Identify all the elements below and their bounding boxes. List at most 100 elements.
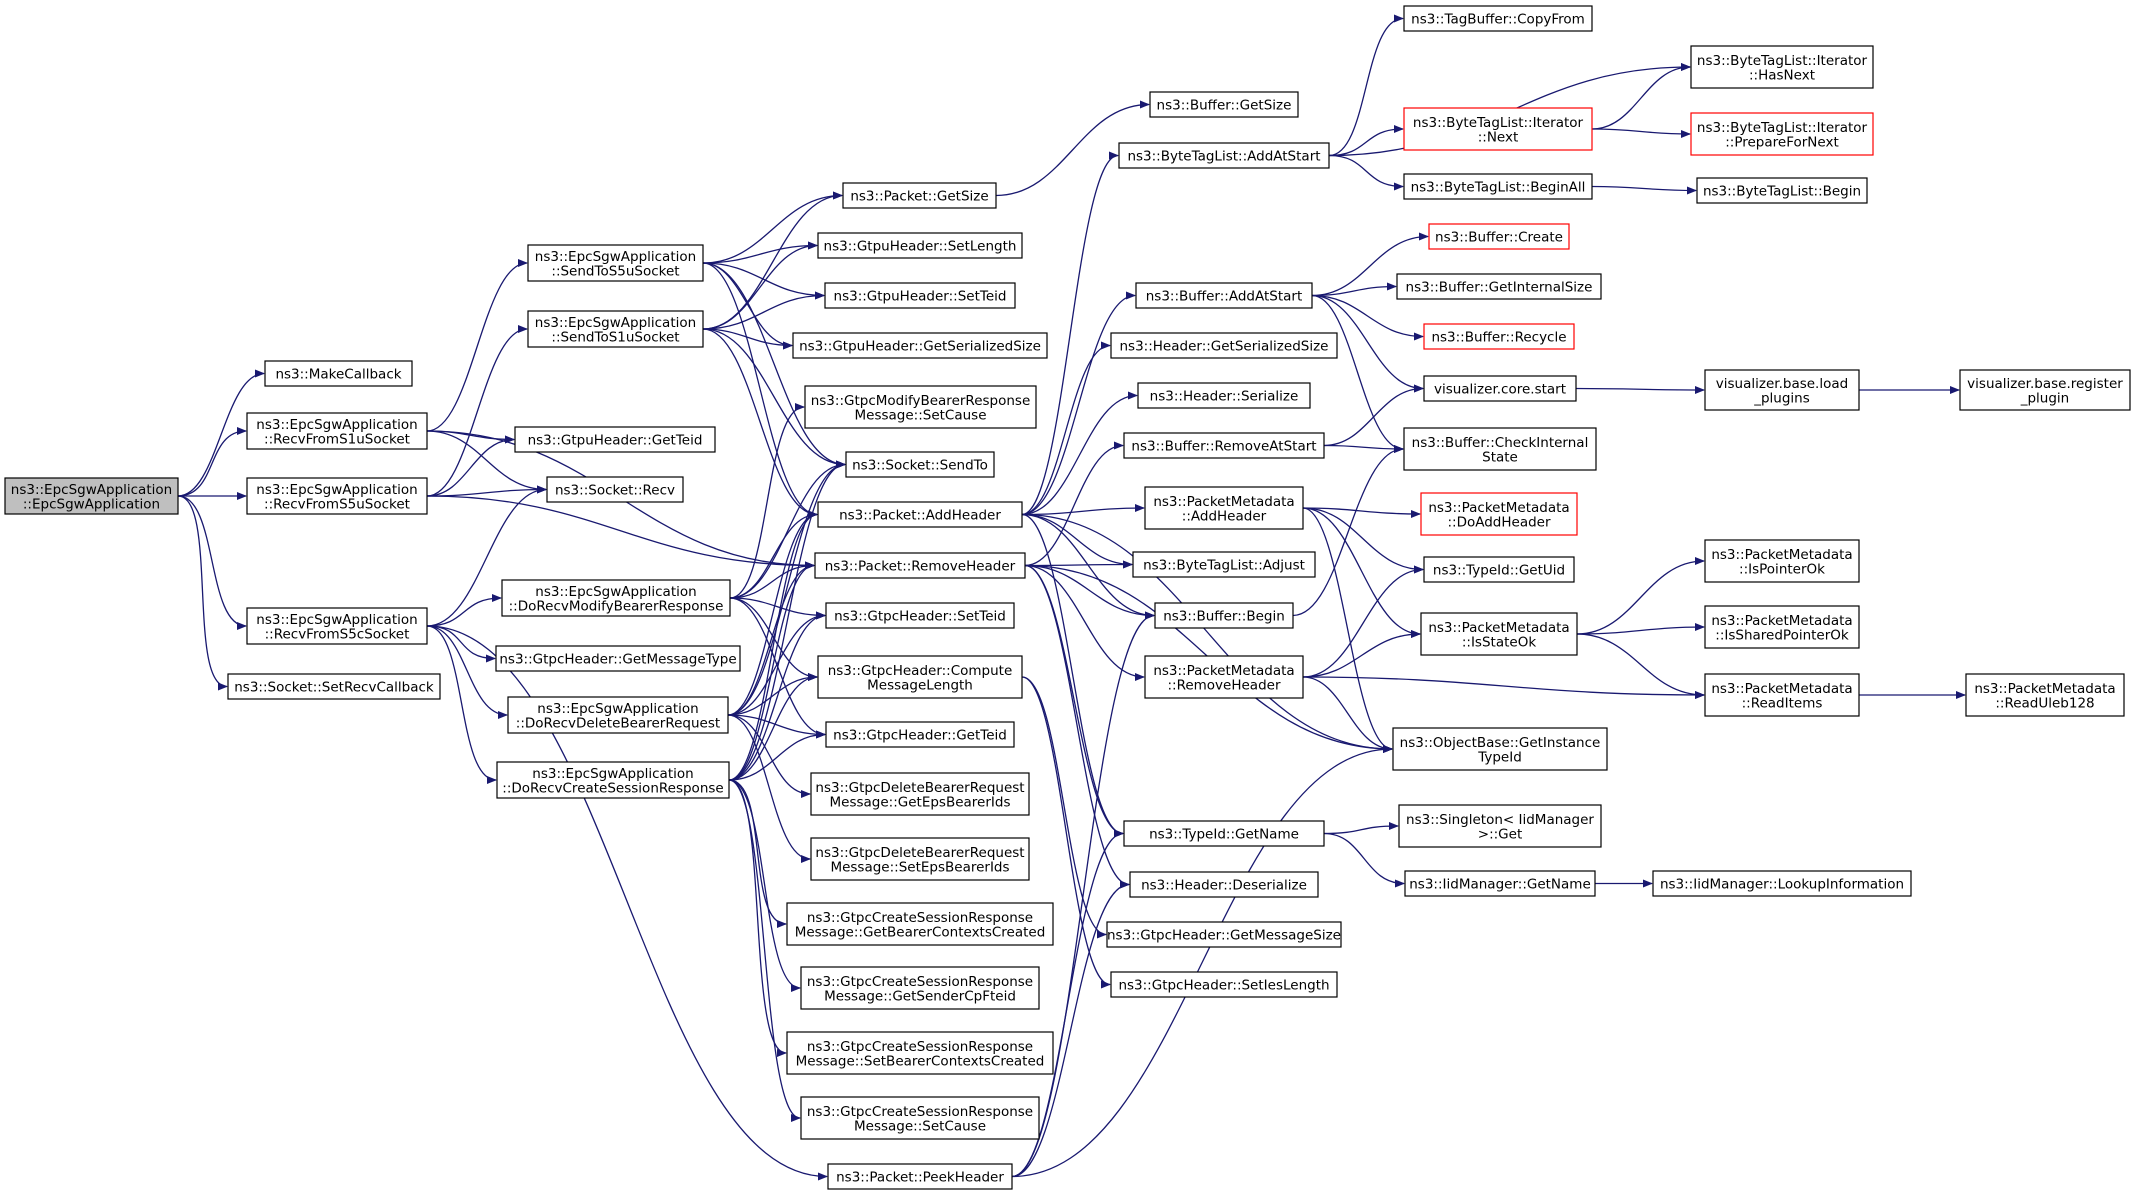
node-pmReadItems[interactable]: ns3::PacketMetadata::ReadItems xyxy=(1704,673,1860,717)
node-box-typeIdGetName xyxy=(1123,820,1325,847)
node-gtpcSetTeid[interactable]: ns3::GtpcHeader::SetTeid xyxy=(825,602,1015,629)
node-iidLookup[interactable]: ns3::IidManager::LookupInformation xyxy=(1652,870,1912,897)
node-box-iidGetName xyxy=(1404,870,1596,897)
node-root[interactable]: ns3::EpcSgwApplication::EpcSgwApplicatio… xyxy=(4,477,179,515)
node-box-sendS5u xyxy=(527,244,704,282)
node-modifySetCause[interactable]: ns3::GtpcModifyBearerResponseMessage::Se… xyxy=(804,385,1037,429)
node-recvS5c[interactable]: ns3::EpcSgwApplication::RecvFromS5cSocke… xyxy=(246,607,428,645)
node-makeCallback[interactable]: ns3::MakeCallback xyxy=(264,360,413,387)
node-btlIterPrepare[interactable]: ns3::ByteTagList::Iterator::PrepareForNe… xyxy=(1690,112,1874,156)
node-label-vizRegisterPlugin-0: visualizer.base.register xyxy=(1967,376,2123,392)
node-vizLoadPlugins[interactable]: visualizer.base.load_plugins xyxy=(1704,369,1860,411)
node-csGetBearerCtx[interactable]: ns3::GtpcCreateSessionResponseMessage::G… xyxy=(786,902,1054,946)
node-csGetSenderCp[interactable]: ns3::GtpcCreateSessionResponseMessage::G… xyxy=(800,966,1040,1010)
node-btlAddAtStart[interactable]: ns3::ByteTagList::AddAtStart xyxy=(1118,142,1330,169)
node-socketSendTo[interactable]: ns3::Socket::SendTo xyxy=(845,451,995,478)
call-edge-recvS5u-to-gtpuGetTeid xyxy=(426,435,515,497)
node-vizStart[interactable]: visualizer.core.start xyxy=(1423,375,1577,402)
call-edge-btlAddAtStart-to-tagBufferCopyFrom xyxy=(1328,14,1404,157)
call-edge-recvS5c-to-doCreate xyxy=(426,625,497,784)
node-box-bufferRecycle xyxy=(1423,323,1575,350)
node-box-doModify xyxy=(501,579,731,617)
call-edge-sendS1u-to-gtpuSetTeid xyxy=(702,291,825,330)
node-pmIsSharedPtrOk[interactable]: ns3::PacketMetadata::IsSharedPointerOk xyxy=(1704,605,1860,649)
node-bufferAddAtStart[interactable]: ns3::Buffer::AddAtStart xyxy=(1135,282,1313,309)
node-gtpuGetTeid[interactable]: ns3::GtpuHeader::GetTeid xyxy=(514,426,716,453)
node-sendS1u[interactable]: ns3::EpcSgwApplication::SendToS1uSocket xyxy=(527,310,704,348)
node-gtpuGetSerSize[interactable]: ns3::GtpuHeader::GetSerializedSize xyxy=(792,332,1048,359)
node-singletonGet[interactable]: ns3::Singleton< IidManager>::Get xyxy=(1398,804,1602,848)
node-bufferBegin[interactable]: ns3::Buffer::Begin xyxy=(1154,602,1294,629)
node-label-pmAddHeader-0: ns3::PacketMetadata xyxy=(1153,494,1294,510)
node-delSetEps[interactable]: ns3::GtpcDeleteBearerRequestMessage::Set… xyxy=(810,837,1030,881)
node-label-btlIterNext-1: ::Next xyxy=(1478,129,1519,145)
node-btlBegin[interactable]: ns3::ByteTagList::Begin xyxy=(1696,177,1868,204)
node-gtpuSetTeid[interactable]: ns3::GtpuHeader::SetTeid xyxy=(824,282,1016,309)
node-label-gtpcSetTeid-0: ns3::GtpcHeader::SetTeid xyxy=(834,609,1006,625)
node-typeIdGetName[interactable]: ns3::TypeId::GetName xyxy=(1123,820,1325,847)
node-gtpcGetTeid[interactable]: ns3::GtpcHeader::GetTeid xyxy=(825,721,1015,748)
node-socketRecv[interactable]: ns3::Socket::Recv xyxy=(546,476,684,503)
node-packetGetSize[interactable]: ns3::Packet::GetSize xyxy=(842,182,997,209)
node-label-packetAddHeader-0: ns3::Packet::AddHeader xyxy=(839,508,1001,524)
node-label-btlIterPrepare-0: ns3::ByteTagList::Iterator xyxy=(1697,120,1868,136)
node-bufferRecycle[interactable]: ns3::Buffer::Recycle xyxy=(1423,323,1575,350)
node-box-socketSendTo xyxy=(845,451,995,478)
node-label-doDelete-0: ns3::EpcSgwApplication xyxy=(537,701,698,717)
call-edge-doModify-to-packetRemoveHeader xyxy=(729,561,815,599)
node-pmIsPointerOk[interactable]: ns3::PacketMetadata::IsPointerOk xyxy=(1704,539,1860,583)
node-label-pmIsStateOk-0: ns3::PacketMetadata xyxy=(1428,620,1569,636)
node-typeIdGetUid[interactable]: ns3::TypeId::GetUid xyxy=(1423,556,1575,583)
call-edge-root-to-recvS1u xyxy=(177,427,247,497)
node-gtpcSetIesLen[interactable]: ns3::GtpcHeader::SetIesLength xyxy=(1110,971,1338,998)
call-edge-doCreate-to-gtpcComputeLen xyxy=(728,673,818,781)
node-bufferCreate[interactable]: ns3::Buffer::Create xyxy=(1428,223,1570,250)
node-btlIterNext[interactable]: ns3::ByteTagList::Iterator::Next xyxy=(1403,107,1593,151)
node-gtpcGetMsgSize[interactable]: ns3::GtpcHeader::GetMessageSize xyxy=(1106,921,1342,948)
call-edge-pmRemoveHeader-to-pmReadItems xyxy=(1302,676,1705,699)
node-label-gtpuSetTeid-0: ns3::GtpuHeader::SetTeid xyxy=(834,289,1007,305)
node-headerDeserialize[interactable]: ns3::Header::Deserialize xyxy=(1129,871,1319,898)
node-btlIterHasNext[interactable]: ns3::ByteTagList::Iterator::HasNext xyxy=(1690,45,1874,89)
node-box-gtpcGetMsgType xyxy=(495,645,741,672)
node-pmAddHeader[interactable]: ns3::PacketMetadata::AddHeader xyxy=(1144,486,1304,530)
node-doDelete[interactable]: ns3::EpcSgwApplication::DoRecvDeleteBear… xyxy=(507,696,729,734)
node-bufferGetSize[interactable]: ns3::Buffer::GetSize xyxy=(1149,91,1299,118)
node-box-root xyxy=(4,477,179,515)
node-csSetCause[interactable]: ns3::GtpcCreateSessionResponseMessage::S… xyxy=(800,1096,1040,1140)
node-gtpcGetMsgType[interactable]: ns3::GtpcHeader::GetMessageType xyxy=(495,645,741,672)
node-tagBufferCopyFrom[interactable]: ns3::TagBuffer::CopyFrom xyxy=(1403,5,1593,32)
node-label-doDelete-1: ::DoRecvDeleteBearerRequest xyxy=(516,715,720,731)
node-pmReadUleb[interactable]: ns3::PacketMetadata::ReadUleb128 xyxy=(1965,673,2125,717)
node-vizRegisterPlugin[interactable]: visualizer.base.register_plugin xyxy=(1959,369,2131,411)
node-pmDoAddHeader[interactable]: ns3::PacketMetadata::DoAddHeader xyxy=(1420,492,1578,536)
node-doModify[interactable]: ns3::EpcSgwApplication::DoRecvModifyBear… xyxy=(501,579,731,617)
node-recvS1u[interactable]: ns3::EpcSgwApplication::RecvFromS1uSocke… xyxy=(246,412,428,450)
node-box-gtpuSetLength xyxy=(817,232,1023,259)
node-btlAdjust[interactable]: ns3::ByteTagList::Adjust xyxy=(1132,551,1316,578)
node-pmIsStateOk[interactable]: ns3::PacketMetadata::IsStateOk xyxy=(1420,612,1578,656)
node-bufferGetInternalSize[interactable]: ns3::Buffer::GetInternalSize xyxy=(1396,273,1602,300)
node-recvS5u[interactable]: ns3::EpcSgwApplication::RecvFromS5uSocke… xyxy=(246,477,428,515)
call-edge-doDelete-to-packetAddHeader xyxy=(727,510,818,716)
node-setRecvCallback[interactable]: ns3::Socket::SetRecvCallback xyxy=(227,673,441,700)
node-box-bufferCheckInternal xyxy=(1403,427,1597,471)
node-packetAddHeader[interactable]: ns3::Packet::AddHeader xyxy=(817,501,1023,528)
node-headerSerialize[interactable]: ns3::Header::Serialize xyxy=(1137,382,1311,409)
node-packetRemoveHeader[interactable]: ns3::Packet::RemoveHeader xyxy=(814,552,1026,579)
node-sendS5u[interactable]: ns3::EpcSgwApplication::SendToS5uSocket xyxy=(527,244,704,282)
node-csSetBearerCtx[interactable]: ns3::GtpcCreateSessionResponseMessage::S… xyxy=(786,1031,1054,1075)
call-edge-root-to-recvS5c xyxy=(177,495,247,630)
node-headerGetSerSize[interactable]: ns3::Header::GetSerializedSize xyxy=(1110,332,1338,359)
node-pmRemoveHeader[interactable]: ns3::PacketMetadata::RemoveHeader xyxy=(1144,655,1304,699)
node-doCreate[interactable]: ns3::EpcSgwApplication::DoRecvCreateSess… xyxy=(496,761,730,799)
node-packetPeekHeader[interactable]: ns3::Packet::PeekHeader xyxy=(827,1163,1013,1190)
node-gtpuSetLength[interactable]: ns3::GtpuHeader::SetLength xyxy=(817,232,1023,259)
node-delGetEps[interactable]: ns3::GtpcDeleteBearerRequestMessage::Get… xyxy=(810,772,1030,816)
node-iidGetName[interactable]: ns3::IidManager::GetName xyxy=(1404,870,1596,897)
node-bufferRemoveAtStart[interactable]: ns3::Buffer::RemoveAtStart xyxy=(1123,432,1325,459)
node-btlBeginAll[interactable]: ns3::ByteTagList::BeginAll xyxy=(1403,173,1593,200)
